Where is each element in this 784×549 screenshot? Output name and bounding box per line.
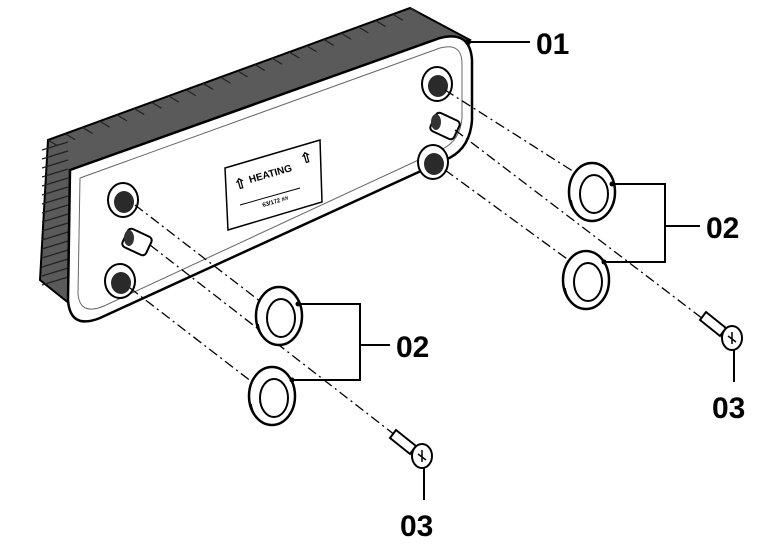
fin-ridge [41,195,69,205]
fin-ridge [41,231,69,241]
leader-lines [289,39,735,500]
fin-ridge [41,222,69,232]
fin-ridge [41,213,69,223]
fin-ridge [340,32,352,40]
heating-arrow-left-icon: ⇧ [232,174,248,193]
port-bottom-left [104,263,136,299]
fin-ridge [202,82,214,90]
callout-03-right: 03 [712,392,745,425]
fin-ridge [41,204,69,214]
gasket-left-upper [254,285,304,347]
fin-ridge [254,64,266,72]
heating-label-plate: ⇧ ⇧ HEATING 63/172 ## [224,139,323,231]
callout-02-right: 02 [706,212,739,245]
port-top-right [421,66,453,102]
exchanger-plate-rim [77,46,463,310]
fin-ridge [41,150,69,160]
fin-ridge [41,177,69,187]
fin-ridge [271,57,283,65]
fin-ridge [41,276,69,286]
fin-ridge [41,159,69,169]
exchanger-fins [41,7,421,286]
fin-ridge [41,186,69,196]
fin-ridge [41,168,69,178]
plate-heat-exchanger: ⇧ ⇧ HEATING 63/172 ## [38,6,474,323]
fin-ridge [392,13,404,21]
fin-ridge [323,38,335,46]
port-mid-right [417,144,449,180]
fin-ridge [220,76,231,84]
heating-arrow-right-icon: ⇧ [298,148,314,167]
fin-ridge [357,26,369,34]
screw-left [388,428,433,469]
fin-ridge [289,51,300,59]
fin-ridge [82,126,93,134]
fin-ridge [41,249,69,259]
fin-ridge [409,7,421,15]
fin-ridge [185,89,197,97]
gasket-left-lower [247,365,297,427]
locating-pin-right [429,111,461,141]
callout-01: 01 [536,28,569,61]
fin-ridge [64,133,76,141]
fin-ridge [237,70,248,78]
fin-ridge [41,258,69,268]
fin-ridge [116,114,128,122]
fin-ridge [41,267,69,277]
callout-02-left: 02 [396,331,429,364]
port-top-left [107,182,139,218]
gasket-right-upper [567,161,617,223]
locating-pin-left [121,227,153,257]
fin-ridge [41,141,69,151]
assembly-lines [129,89,729,457]
fin-ridge [375,20,386,28]
gasket-right-lower [561,249,611,311]
fin-ridge [41,240,69,250]
screw-right [698,310,743,351]
fin-ridge [168,95,179,103]
fin-ridge [306,45,317,53]
fin-ridge [151,101,162,109]
fin-ridge [133,108,145,116]
callout-03-left: 03 [400,510,433,543]
fin-ridge [99,120,111,128]
